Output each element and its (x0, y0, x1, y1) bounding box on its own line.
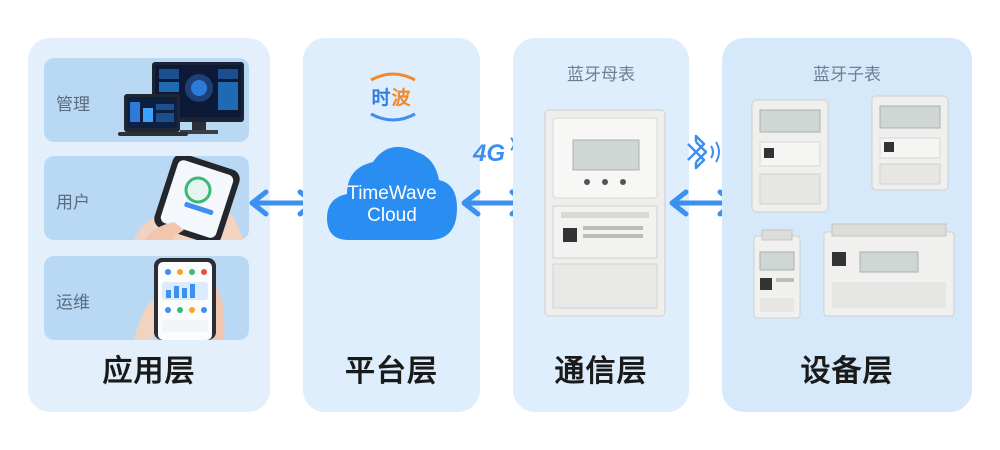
bluetooth-master-meter-label: 蓝牙母表 (567, 65, 635, 85)
cloud-label: TimeWave Cloud (325, 183, 459, 227)
application-layer-panel: 管理 用户 (28, 38, 270, 412)
sub-meter-image-2 (871, 95, 949, 191)
bluetooth-sub-meter-label: 蓝牙子表 (813, 65, 881, 85)
platform-layer-title: 平台层 (345, 354, 438, 389)
user-label: 用户 (56, 193, 90, 213)
management-label: 管理 (56, 95, 90, 115)
device-layer-title: 设备层 (800, 354, 894, 389)
din-rail-meter-image-1 (753, 229, 801, 319)
4g-signal-icon: 4G (473, 140, 506, 167)
bidirectional-arrow-icon (461, 189, 529, 217)
bidirectional-arrow-icon (669, 189, 737, 217)
phone-app-image (134, 258, 225, 340)
device-layer-panel: 蓝牙子表 设备层 (722, 38, 972, 412)
maintenance-card: 运维 (44, 256, 249, 340)
maintenance-label: 运维 (56, 293, 90, 313)
user-card: 用户 (44, 156, 249, 240)
application-layer-title: 应用层 (102, 354, 196, 389)
logo-text: 时波 (371, 87, 412, 109)
master-meter-image (544, 109, 666, 317)
management-card: 管理 (44, 58, 249, 142)
timewave-logo-icon (370, 72, 416, 122)
phone-in-hand-image (134, 156, 244, 240)
cloud-line-2: Cloud (367, 205, 417, 226)
communication-layer-panel: 蓝牙母表 通信层 (513, 38, 689, 412)
bluetooth-icon (687, 134, 720, 170)
bidirectional-arrow-icon (249, 189, 317, 217)
sub-meter-image-1 (751, 99, 829, 213)
platform-layer-panel: 时波 TimeWave Cloud 平台层 (303, 38, 480, 412)
cloud-icon (327, 146, 457, 240)
cloud-line-1: TimeWave (347, 183, 437, 204)
dashboard-monitor-image (118, 62, 244, 136)
din-rail-meter-image-2 (823, 223, 955, 317)
communication-layer-title: 通信层 (554, 354, 648, 389)
